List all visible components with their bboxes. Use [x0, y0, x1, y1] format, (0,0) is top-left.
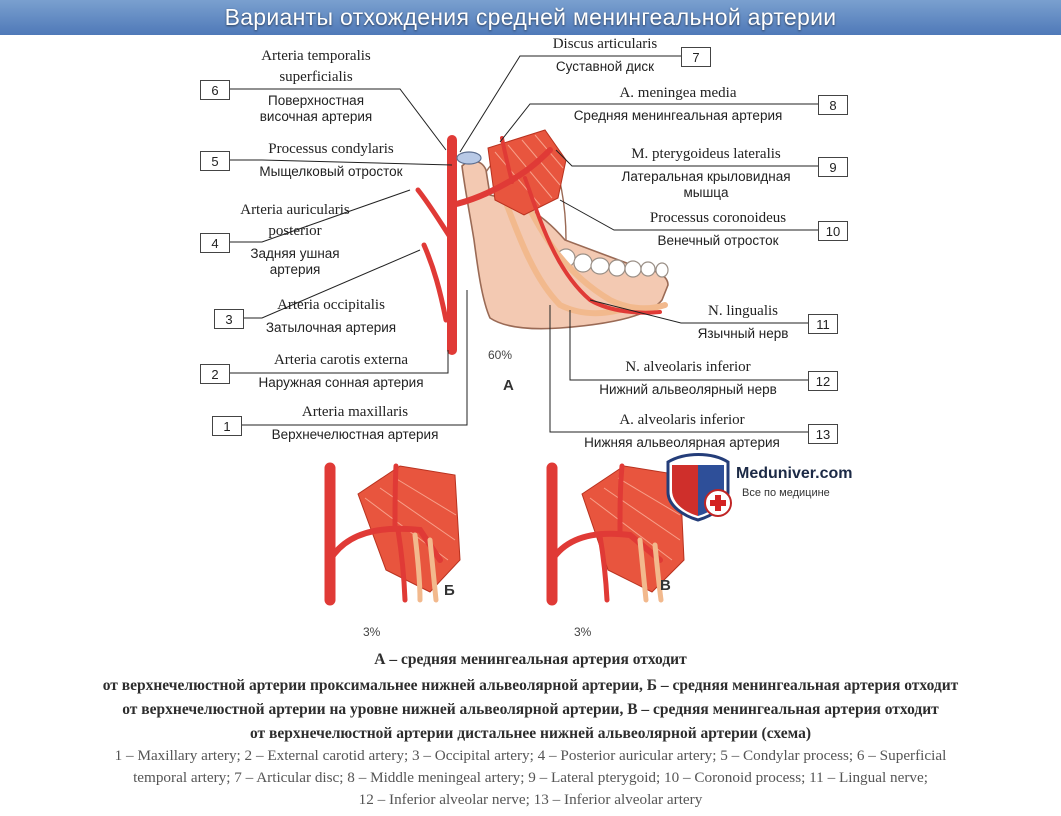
- label-12-russian: Нижний альвеолярный нерв: [599, 382, 777, 397]
- brand-logo: [666, 453, 732, 522]
- nerves-drawing: [502, 187, 668, 317]
- caption-line-1: А – средняя менингеальная артерия отходи…: [374, 651, 687, 668]
- caption-line-3: от верхнечелюстной артерии на уровне ниж…: [122, 701, 939, 718]
- arteries-drawing: [415, 135, 662, 355]
- label-6-russian-line2: височная артерия: [259, 109, 373, 124]
- panel-b-letter: Б: [444, 582, 455, 599]
- number-8: 8: [818, 95, 848, 115]
- number-4: 4: [200, 233, 230, 253]
- panel-v-letter: В: [660, 577, 671, 594]
- label-5-russian: Мыщелковый отросток: [259, 164, 403, 179]
- number-9: 9: [818, 157, 848, 177]
- number-5: 5: [200, 151, 230, 171]
- label-9-russian-line1: Латеральная крыловидная: [621, 169, 791, 184]
- panel-v-drawing: [546, 462, 685, 606]
- title-banner: [0, 0, 1061, 35]
- number-13: 13: [808, 424, 838, 444]
- label-9-russian-line2: мышца: [683, 185, 729, 200]
- articular-disc-drawing: [456, 151, 482, 165]
- label-13-latin: A. alveolaris inferior: [619, 412, 745, 428]
- brand-tagline: Все по медицине: [742, 487, 830, 499]
- number-2: 2: [200, 364, 230, 384]
- label-11-latin: N. lingualis: [708, 303, 778, 319]
- label-4-russian-line2: артерия: [269, 262, 321, 277]
- label-4-latin-line2: posterior: [268, 223, 322, 239]
- label-2-russian: Наружная сонная артерия: [258, 375, 424, 390]
- number-7: 7: [681, 47, 711, 67]
- label-5-latin: Processus condylaris: [268, 141, 394, 157]
- label-4-latin-line1: Arteria auricularis: [240, 202, 350, 218]
- label-3-latin: Arteria occipitalis: [277, 297, 385, 313]
- panel-b-drawing: [324, 462, 461, 606]
- label-6-latin-line2: superficialis: [279, 69, 353, 85]
- label-3-russian: Затылочная артерия: [265, 320, 397, 335]
- legend-line-1: 1 – Maxillary artery; 2 – External carot…: [114, 747, 947, 764]
- panel-a-percent: 60%: [488, 348, 513, 362]
- label-2-latin: Arteria carotis externa: [273, 352, 409, 368]
- panel-b-percent: 3%: [363, 625, 381, 639]
- label-1-latin: Arteria maxillaris: [301, 404, 409, 420]
- label-4-russian-line1: Задняя ушная: [250, 246, 340, 261]
- label-7-latin: Discus articularis: [552, 36, 658, 52]
- label-10-russian: Венечный отросток: [657, 233, 779, 248]
- label-8-russian: Средняя менингеальная артерия: [573, 108, 783, 123]
- panel-v-percent: 3%: [574, 625, 592, 639]
- label-6-russian-line1: Поверхностная: [267, 93, 365, 108]
- legend-line-3: 12 – Inferior alveolar nerve; 13 – Infer…: [358, 791, 703, 808]
- label-8-latin: A. meningea media: [619, 85, 737, 101]
- legend-line-2: temporal artery; 7 – Articular disc; 8 –…: [133, 769, 928, 786]
- label-9-latin: M. pterygoideus lateralis: [631, 146, 781, 162]
- label-10-latin: Processus coronoideus: [649, 210, 787, 226]
- brand-name[interactable]: Meduniver.com: [736, 465, 853, 482]
- label-1-russian: Верхнечелюстная артерия: [271, 427, 439, 442]
- number-6: 6: [200, 80, 230, 100]
- leader-lines: [230, 55, 818, 433]
- label-12-latin: N. alveolaris inferior: [625, 359, 751, 375]
- label-11-russian: Язычный нерв: [697, 326, 789, 341]
- label-6-latin-line1: Arteria temporalis: [261, 48, 371, 64]
- label-7-russian: Суставной диск: [555, 59, 655, 74]
- number-11: 11: [808, 314, 838, 334]
- number-10: 10: [818, 221, 848, 241]
- page-title: Варианты отхождения средней менингеально…: [224, 4, 837, 30]
- caption-line-4: от верхнечелюстной артерии дистальнее ни…: [250, 725, 811, 742]
- label-13-russian: Нижняя альвеолярная артерия: [584, 435, 780, 450]
- number-3: 3: [214, 309, 244, 329]
- panel-a-letter: А: [503, 377, 514, 394]
- number-1: 1: [212, 416, 242, 436]
- number-12: 12: [808, 371, 838, 391]
- caption-line-2: от верхнечелюстной артерии проксимальнее…: [102, 677, 959, 694]
